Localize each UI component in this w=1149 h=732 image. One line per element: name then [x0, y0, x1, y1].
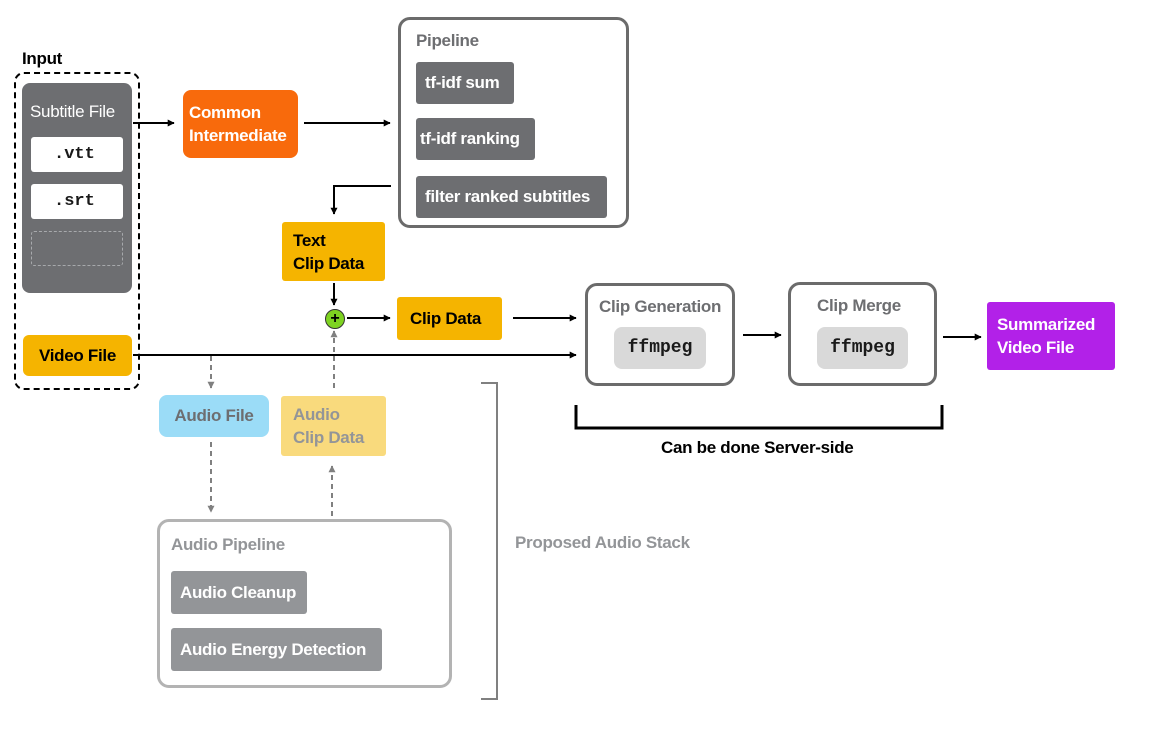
- common-intermediate-label: Common Intermediate: [189, 103, 287, 145]
- pipeline-step-tfidf-ranking[interactable]: tf-idf ranking: [416, 118, 535, 160]
- input-label: Input: [22, 49, 63, 68]
- subtitle-file-box[interactable]: Subtitle File .vtt .srt: [22, 83, 132, 293]
- audio-clip-data-box[interactable]: Audio Clip Data: [281, 396, 386, 456]
- text-clip-data-label: Text Clip Data: [293, 230, 364, 273]
- audio-file-box[interactable]: Audio File: [159, 395, 269, 437]
- clip-generation-title: Clip Generation: [599, 297, 722, 316]
- proposed-audio-stack-label: Proposed Audio Stack: [515, 533, 690, 552]
- common-intermediate-box[interactable]: Common Intermediate: [183, 90, 298, 158]
- audio-step-cleanup[interactable]: Audio Cleanup: [171, 571, 307, 614]
- audio-step-energy-detection[interactable]: Audio Energy Detection: [171, 628, 382, 671]
- audio-stack-bracket: [481, 382, 498, 700]
- edge-pipeline-to-text-clip: [330, 185, 391, 215]
- server-side-label: Can be done Server-side: [661, 438, 854, 457]
- pipeline-step-filter-ranked[interactable]: filter ranked subtitles: [416, 176, 607, 218]
- merge-plus-icon: +: [325, 309, 345, 329]
- summarized-video-box[interactable]: Summarized Video File: [987, 302, 1115, 370]
- subtitle-file-label: Subtitle File: [30, 102, 115, 121]
- format-vtt: .vtt: [31, 137, 123, 172]
- format-srt: .srt: [31, 184, 123, 219]
- format-placeholder: [31, 231, 123, 266]
- clip-merge-title: Clip Merge: [817, 296, 901, 315]
- server-side-bracket: [574, 405, 944, 430]
- summarized-video-label: Summarized Video File: [997, 315, 1096, 357]
- clip-generation-tool: ffmpeg: [614, 327, 706, 369]
- audio-clip-data-label: Audio Clip Data: [293, 405, 364, 447]
- pipeline-step-tfidf-sum[interactable]: tf-idf sum: [416, 62, 514, 104]
- video-file-box[interactable]: Video File: [23, 335, 132, 376]
- pipeline-title: Pipeline: [416, 31, 479, 50]
- clip-merge-tool: ffmpeg: [817, 327, 908, 369]
- input-group: [14, 72, 140, 390]
- audio-pipeline-title: Audio Pipeline: [171, 535, 285, 554]
- text-clip-data-box[interactable]: Text Clip Data: [282, 222, 385, 281]
- audio-pipeline-container: [157, 519, 452, 688]
- merge-plus-symbol: +: [330, 310, 340, 327]
- clip-data-box[interactable]: Clip Data: [397, 297, 502, 340]
